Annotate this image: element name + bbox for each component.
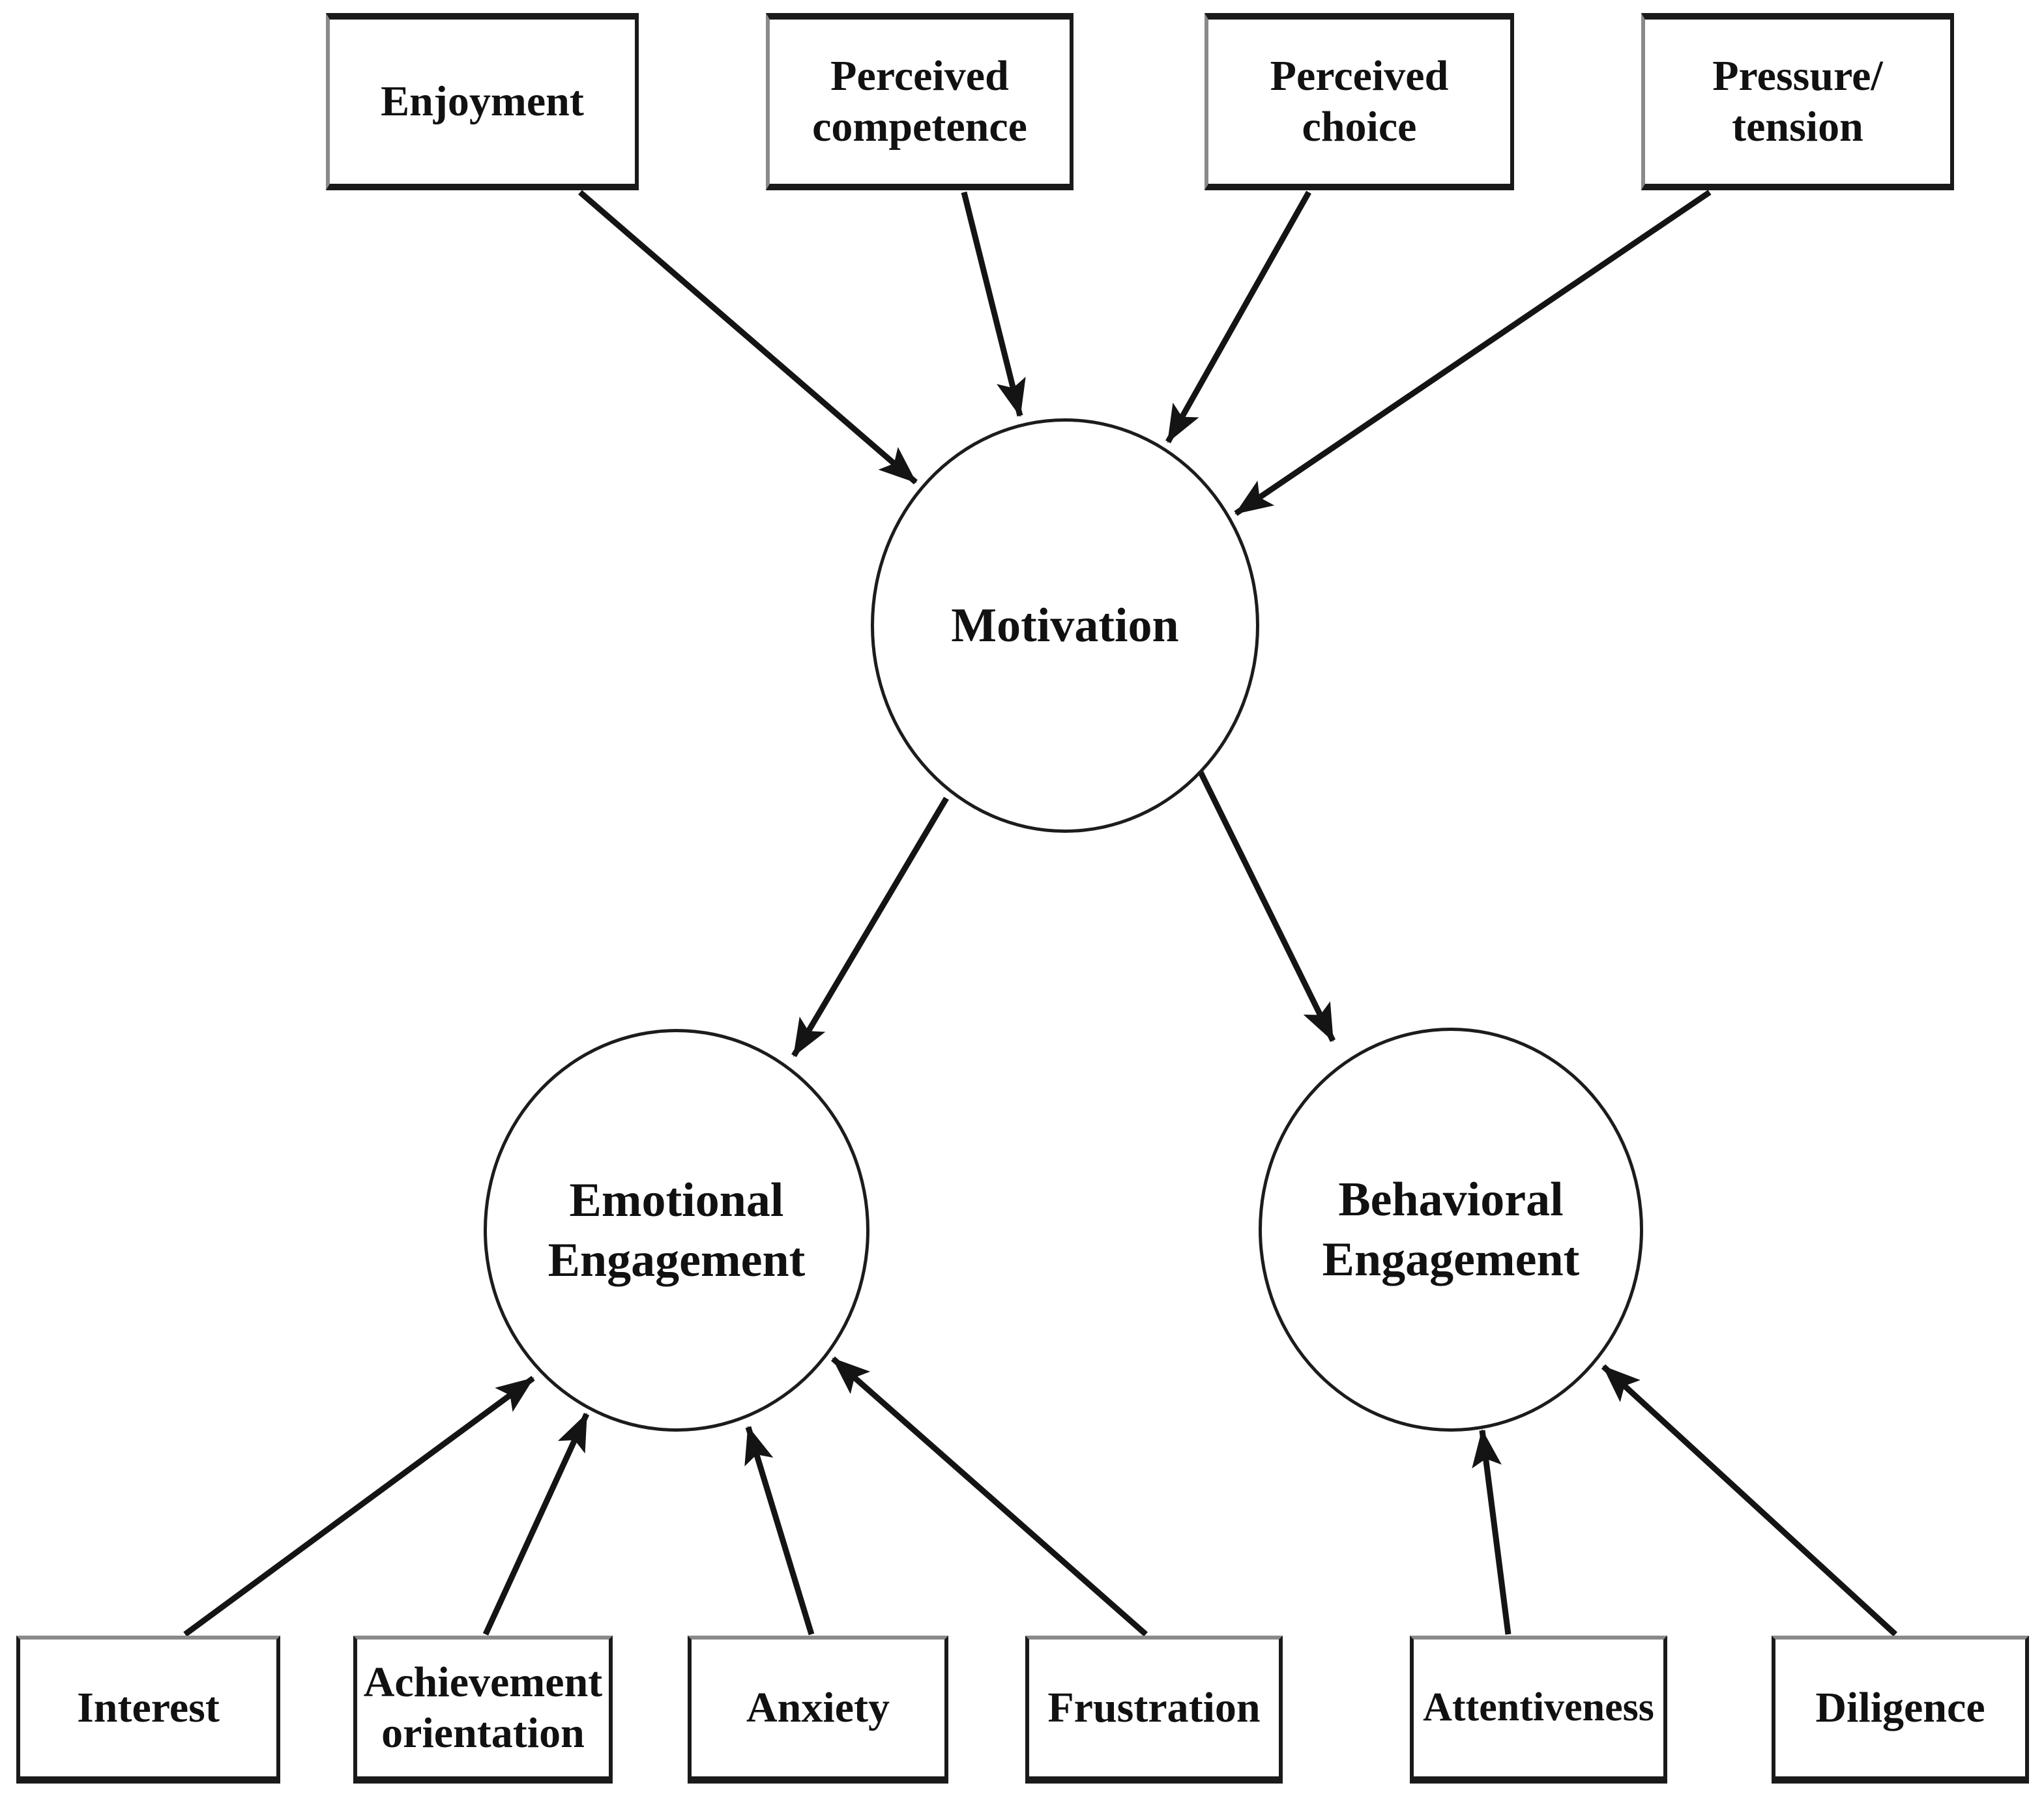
node-behavioral-engagement: Behavioral Engagement	[1259, 1028, 1643, 1432]
edge-motivation-to-emotional-engagement	[791, 796, 949, 1058]
edge-attentiveness-to-behavioral-engagement	[1472, 1429, 1511, 1635]
node-achievement-orientation-label-line1: Achievement	[363, 1658, 603, 1707]
node-interest: Interest	[16, 1636, 280, 1784]
node-behavioral-engagement-label-line1: Behavioral	[1338, 1172, 1564, 1226]
node-perceived-choice-label-line1: Perceived	[1270, 52, 1449, 100]
node-frustration-label: Frustration	[1047, 1684, 1261, 1732]
node-perceived-competence-label-line1: Perceived	[830, 52, 1009, 100]
node-emotional-engagement-label-line1: Emotional	[569, 1173, 784, 1227]
node-enjoyment: Enjoyment	[326, 13, 639, 190]
node-achievement-orientation: Achievement orientation	[353, 1636, 613, 1784]
node-enjoyment-label: Enjoyment	[381, 78, 584, 126]
edge-anxiety-to-emotional-engagement	[744, 1426, 815, 1636]
node-attentiveness: Attentiveness	[1410, 1636, 1667, 1784]
node-pressure-tension-label-line1: Pressure/	[1712, 52, 1883, 100]
node-frustration: Frustration	[1025, 1636, 1283, 1784]
node-motivation-label: Motivation	[951, 598, 1179, 652]
node-anxiety: Anxiety	[688, 1636, 948, 1784]
edge-frustration-to-emotional-engagement	[831, 1356, 1148, 1637]
node-perceived-choice: Perceived choice	[1204, 13, 1514, 190]
node-emotional-engagement-label-line2: Engagement	[548, 1234, 806, 1287]
node-behavioral-engagement-label-line2: Engagement	[1322, 1233, 1580, 1286]
node-diligence-label: Diligence	[1815, 1684, 1985, 1732]
node-anxiety-label: Anxiety	[746, 1684, 890, 1732]
node-perceived-competence-label-line2: competence	[812, 103, 1027, 151]
edge-pressure-tension-to-motivation	[1234, 190, 1712, 516]
edge-interest-to-emotional-engagement	[183, 1376, 535, 1637]
edge-perceived-choice-to-motivation	[1165, 190, 1311, 444]
node-interest-label: Interest	[77, 1684, 220, 1732]
node-emotional-engagement: Emotional Engagement	[484, 1029, 869, 1432]
node-perceived-competence: Perceived competence	[766, 13, 1073, 190]
edge-diligence-to-behavioral-engagement	[1601, 1364, 1898, 1637]
node-pressure-tension: Pressure/ tension	[1641, 13, 1954, 190]
edge-achievement-orientation-to-emotional-engagement	[482, 1413, 590, 1636]
node-attentiveness-label: Attentiveness	[1423, 1685, 1654, 1730]
node-diligence: Diligence	[1772, 1636, 2029, 1784]
edge-enjoyment-to-motivation	[578, 190, 918, 485]
node-motivation: Motivation	[871, 418, 1259, 833]
node-pressure-tension-label-line2: tension	[1732, 103, 1863, 151]
edge-motivation-to-behavioral-engagement	[1197, 771, 1336, 1042]
node-achievement-orientation-label-line2: orientation	[381, 1709, 585, 1757]
edge-perceived-competence-to-motivation	[961, 191, 1026, 417]
node-perceived-choice-label-line2: choice	[1302, 103, 1417, 151]
